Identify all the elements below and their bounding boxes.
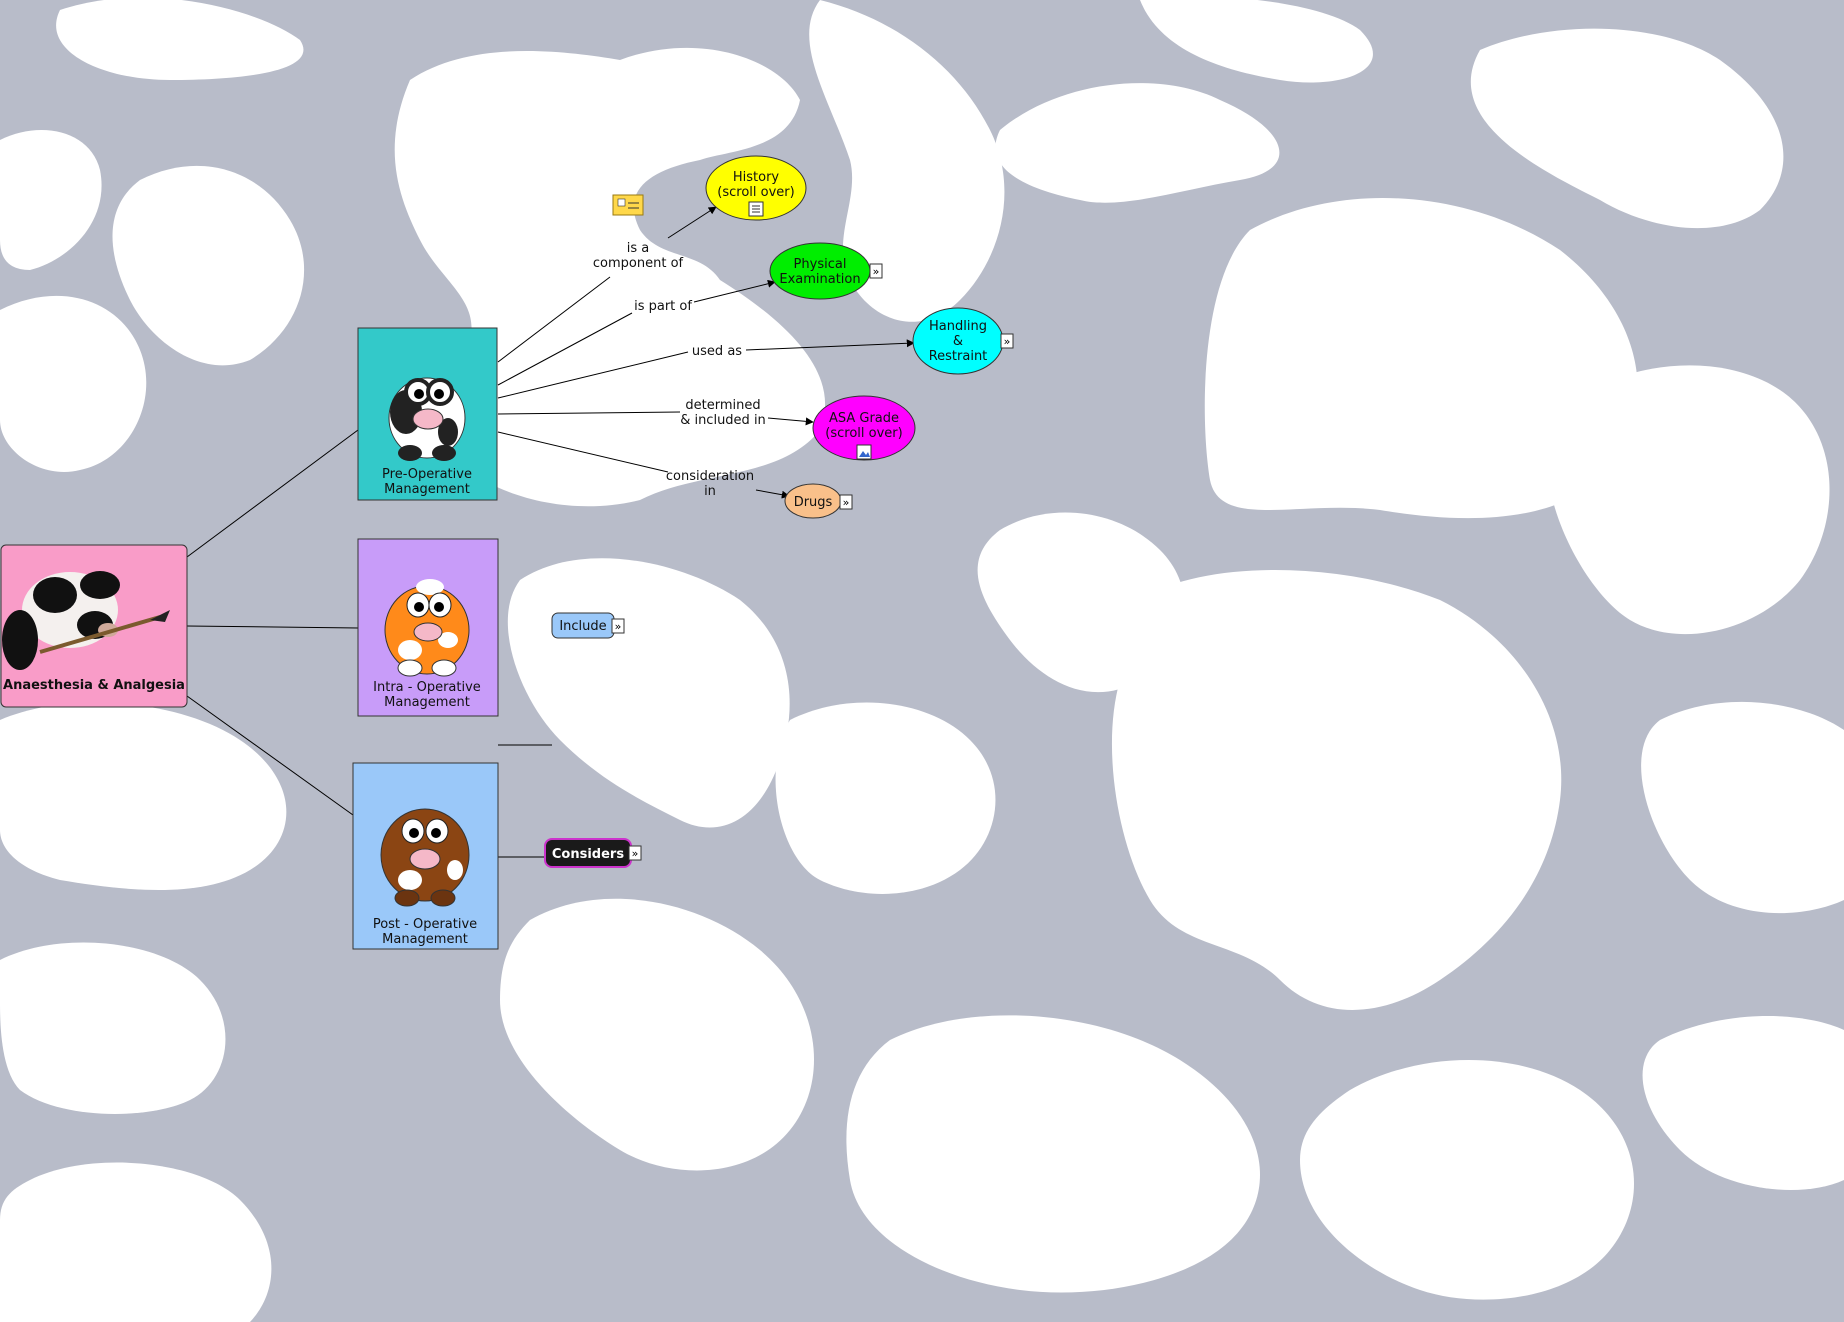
pre-operative-node[interactable]: Pre-Operative Management: [358, 328, 497, 500]
root-node[interactable]: Anaesthesia & Analgesia: [1, 545, 187, 707]
annotation-note-icon[interactable]: [613, 195, 643, 215]
link-part-line1: is part of: [634, 299, 692, 314]
root-label: Anaesthesia & Analgesia: [3, 678, 185, 693]
intra-label-line1: Intra - Operative: [373, 680, 481, 695]
link-label-part: is part of: [634, 299, 692, 314]
link-consideration-line1: consideration: [666, 469, 754, 484]
expand-icon[interactable]: »: [629, 846, 641, 860]
black-white-cow-image: [389, 378, 465, 461]
svg-text:»: »: [615, 620, 622, 633]
history-node[interactable]: History (scroll over): [706, 156, 806, 220]
include-label: Include: [559, 619, 606, 634]
pre-label-line1: Pre-Operative: [382, 467, 472, 482]
physical-line1: Physical: [794, 257, 847, 272]
handling-line2: &: [953, 334, 963, 349]
asa-line2: (scroll over): [825, 426, 902, 441]
link-label-used: used as: [692, 344, 742, 359]
handling-line3: Restraint: [929, 349, 988, 364]
svg-text:»: »: [1004, 335, 1011, 348]
svg-text:»: »: [873, 265, 880, 278]
link-consideration-line2: in: [704, 484, 716, 499]
link-determined-line1: determined: [685, 398, 760, 413]
svg-text:»: »: [632, 847, 639, 860]
link-determined-line2: & included in: [680, 413, 766, 428]
document-icon[interactable]: [749, 202, 763, 216]
asa-line1: ASA Grade: [829, 411, 899, 426]
link-component-line1: is a: [627, 241, 649, 256]
expand-icon[interactable]: »: [1001, 334, 1013, 348]
expand-icon[interactable]: »: [612, 619, 624, 633]
intra-label-line2: Management: [384, 695, 470, 710]
include-node[interactable]: Include »: [552, 613, 624, 638]
drugs-label: Drugs: [794, 495, 833, 510]
post-label-line1: Post - Operative: [373, 917, 477, 932]
handling-line1: Handling: [929, 319, 987, 334]
link-component-line2: component of: [593, 256, 684, 271]
expand-icon[interactable]: »: [840, 495, 852, 509]
considers-node[interactable]: Considers »: [545, 839, 641, 867]
expand-icon[interactable]: »: [870, 264, 882, 278]
post-label-line2: Management: [382, 932, 468, 947]
asa-grade-node[interactable]: ASA Grade (scroll over): [813, 396, 915, 460]
considers-label: Considers: [552, 847, 624, 862]
history-line2: (scroll over): [717, 185, 794, 200]
history-line1: History: [733, 170, 780, 185]
link-label-determined: determined & included in: [680, 398, 766, 428]
link-used-line1: used as: [692, 344, 742, 359]
post-operative-node[interactable]: Post - Operative Management: [353, 763, 498, 949]
image-icon[interactable]: [857, 445, 871, 459]
pre-label-line2: Management: [384, 482, 470, 497]
physical-line2: Examination: [779, 272, 860, 287]
svg-text:»: »: [843, 496, 850, 509]
intra-operative-node[interactable]: Intra - Operative Management: [358, 539, 498, 716]
